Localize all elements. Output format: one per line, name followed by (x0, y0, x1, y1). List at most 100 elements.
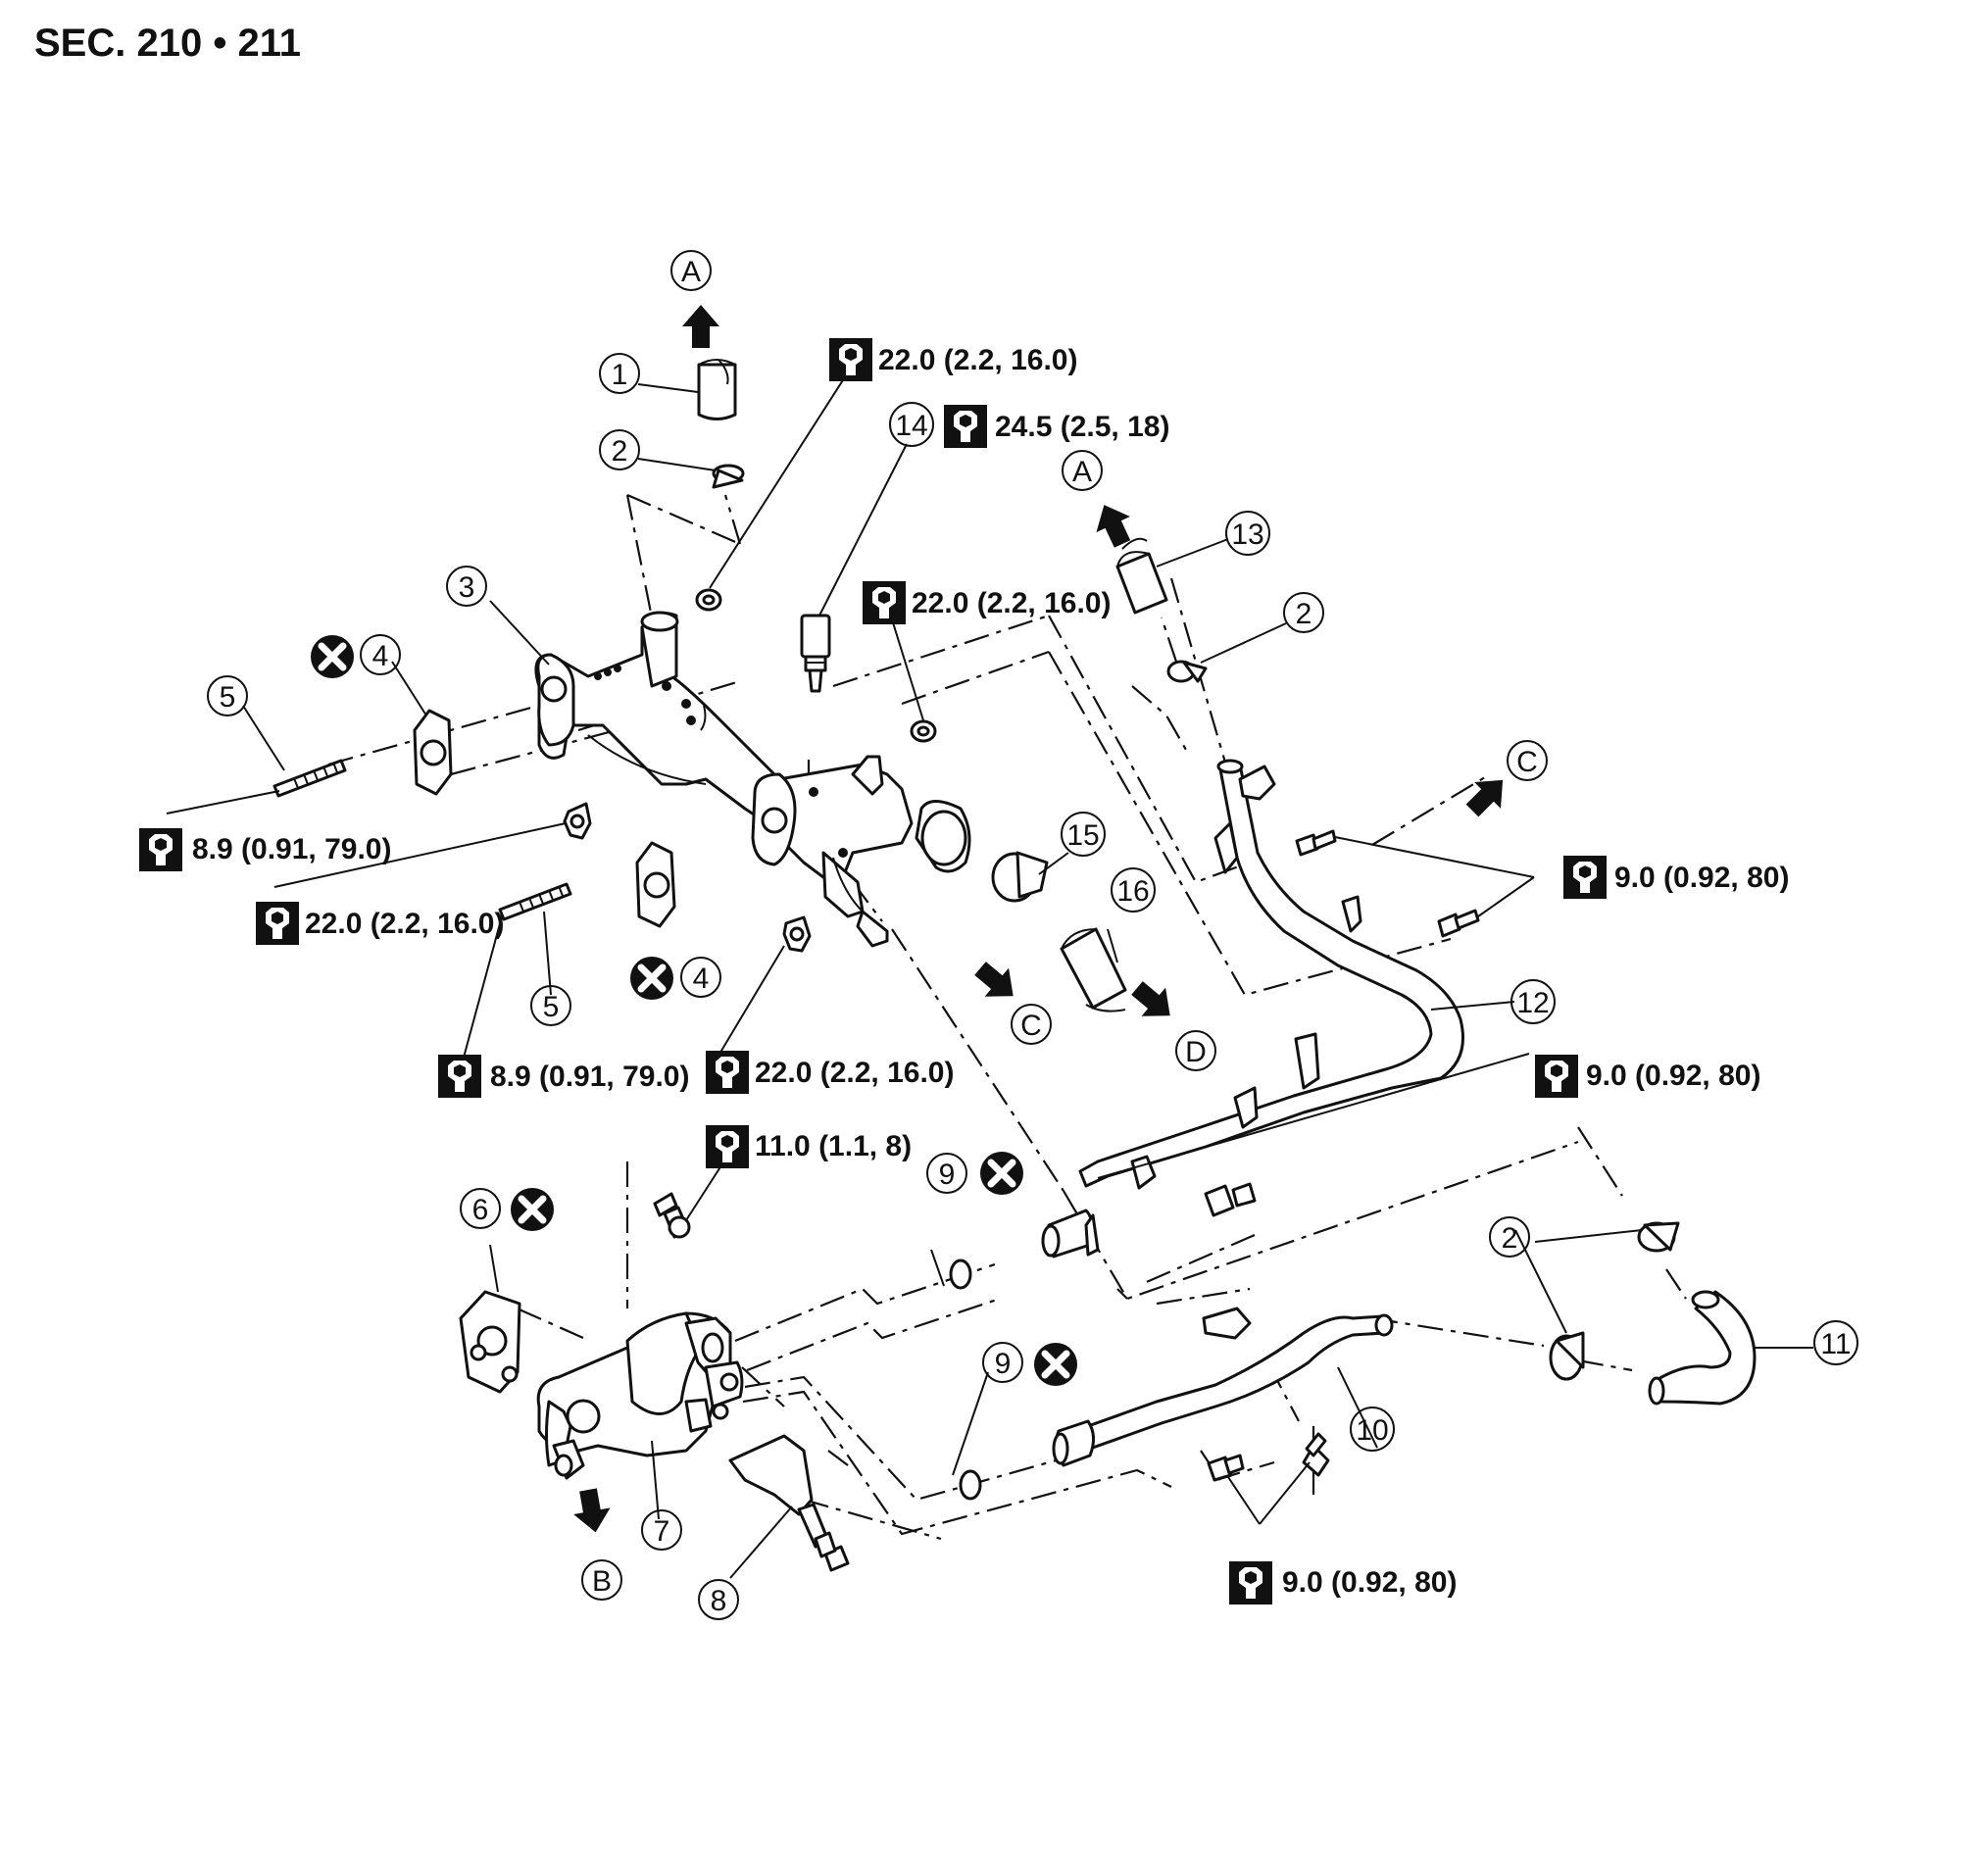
part-15-clamp (991, 851, 1049, 903)
svg-text:9: 9 (939, 1159, 956, 1191)
svg-text:22.0 (2.2, 16.0): 22.0 (2.2, 16.0) (305, 908, 504, 940)
svg-text:6: 6 (472, 1194, 489, 1226)
callout-13: 13 (1225, 511, 1270, 556)
callout-8: 8 (698, 1579, 739, 1620)
ref-a: A (670, 250, 712, 291)
torque-wrench-icon (438, 1055, 481, 1098)
ref-c: C (1507, 740, 1548, 781)
nut-lower (782, 915, 812, 953)
part-9-o-ring-lower (959, 1469, 982, 1501)
do-not-reuse-icon (980, 1152, 1023, 1195)
callout-11: 11 (1813, 1320, 1858, 1365)
svg-text:8.9 (0.91, 79.0): 8.9 (0.91, 79.0) (490, 1061, 689, 1093)
svg-text:A: A (1072, 456, 1092, 488)
svg-text:11.0 (1.1, 8): 11.0 (1.1, 8) (755, 1130, 912, 1162)
svg-text:7: 7 (654, 1515, 670, 1548)
svg-text:15: 15 (1066, 819, 1099, 852)
callout-4: 4 (360, 634, 401, 675)
torque-wrench-icon (1229, 1561, 1272, 1604)
svg-text:4: 4 (693, 963, 710, 995)
svg-text:C: C (1516, 746, 1538, 778)
svg-text:13: 13 (1231, 518, 1263, 551)
flow-arrow-d (1124, 973, 1182, 1030)
washer-top (695, 588, 722, 612)
bolt-pipe-mid (1204, 1182, 1257, 1217)
torque-spec: 8.9 (0.91, 79.0) (438, 1055, 689, 1098)
callout-14: 14 (889, 402, 934, 447)
part-6-gasket (459, 1290, 521, 1394)
torque-wrench-icon (1563, 856, 1607, 899)
callout-2: 2 (599, 429, 640, 470)
part-12-water-pipe (1041, 759, 1464, 1259)
part-9-o-ring-upper (949, 1259, 972, 1290)
ref-c: C (1011, 1004, 1052, 1045)
ref-b: B (581, 1559, 622, 1601)
part-2-clamp (712, 464, 745, 489)
alignment-lines (327, 493, 1687, 1541)
part-2-clamp-right (1166, 660, 1208, 683)
part-7-thermostat-housing (536, 1311, 744, 1480)
ref-d: D (1175, 1030, 1216, 1071)
torque-spec: 22.0 (2.2, 16.0) (863, 581, 1111, 624)
torque-wrench-icon (256, 902, 299, 945)
bolt-upper-right (1295, 829, 1337, 857)
part-5-stud-upper (272, 759, 347, 798)
torque-spec: 11.0 (1.1, 8) (706, 1125, 912, 1168)
bolt-bracket (814, 1531, 850, 1572)
torque-spec: 9.0 (0.92, 80) (1535, 1055, 1760, 1098)
callout-16: 16 (1111, 867, 1156, 913)
callout-4: 4 (680, 957, 721, 998)
torque-spec: 22.0 (2.2, 16.0) (706, 1051, 954, 1094)
svg-text:9.0 (0.92, 80): 9.0 (0.92, 80) (1586, 1060, 1760, 1092)
torque-wrench-icon (829, 338, 872, 381)
svg-text:10: 10 (1356, 1414, 1388, 1447)
torque-spec: 24.5 (2.5, 18) (944, 405, 1169, 448)
torque-spec: 9.0 (0.92, 80) (1229, 1561, 1457, 1604)
torque-wrench-icon (139, 828, 182, 871)
torque-wrench-icon (706, 1051, 749, 1094)
do-not-reuse-icon (630, 957, 673, 1000)
torque-wrench-icon (863, 581, 906, 624)
callout-10: 10 (1350, 1407, 1395, 1452)
svg-text:1: 1 (612, 359, 628, 391)
svg-text:22.0 (2.2, 16.0): 22.0 (2.2, 16.0) (755, 1057, 954, 1089)
bolt-lower-right-2 (1302, 1432, 1330, 1477)
part-2-clamp-lower-right (1637, 1221, 1680, 1253)
callout-2: 2 (1489, 1216, 1530, 1258)
callout-6: 6 (460, 1188, 501, 1229)
svg-text:8: 8 (711, 1585, 727, 1617)
flow-arrow-b (569, 1486, 615, 1536)
svg-text:5: 5 (543, 991, 560, 1023)
torque-spec: 8.9 (0.91, 79.0) (139, 828, 391, 871)
do-not-reuse-icon (511, 1188, 554, 1231)
part-5-stud-lower (498, 882, 572, 921)
torque-wrench-icon (944, 405, 987, 448)
callout-1: 1 (599, 353, 640, 394)
part-8-bracket (728, 1434, 830, 1549)
svg-text:22.0 (2.2, 16.0): 22.0 (2.2, 16.0) (912, 587, 1111, 619)
svg-text:9: 9 (995, 1348, 1012, 1380)
part-13-hose (1115, 537, 1168, 615)
callout-9: 9 (982, 1342, 1023, 1383)
svg-text:24.5 (2.5, 18): 24.5 (2.5, 18) (995, 411, 1169, 443)
torque-wrench-icon (706, 1125, 749, 1168)
flow-arrow-a-right (1087, 497, 1140, 553)
callout-15: 15 (1061, 812, 1106, 857)
torque-wrench-icon (1535, 1055, 1578, 1098)
svg-text:C: C (1020, 1010, 1042, 1042)
part-4-gasket-lower (635, 841, 676, 928)
svg-text:12: 12 (1516, 987, 1549, 1019)
callout-5: 5 (207, 675, 248, 716)
torque-spec: 9.0 (0.92, 80) (1563, 856, 1789, 899)
svg-text:5: 5 (220, 681, 236, 714)
svg-text:3: 3 (459, 571, 475, 604)
section-title: SEC. 210 • 211 (34, 22, 301, 65)
svg-text:22.0 (2.2, 16.0): 22.0 (2.2, 16.0) (878, 344, 1077, 376)
callout-2: 2 (1283, 592, 1324, 633)
leader-lines (166, 371, 1813, 1579)
part-4-gasket-upper (413, 709, 453, 796)
part-16-hose (1060, 927, 1127, 1012)
do-not-reuse-icon (1034, 1343, 1077, 1386)
ref-a: A (1062, 450, 1103, 491)
